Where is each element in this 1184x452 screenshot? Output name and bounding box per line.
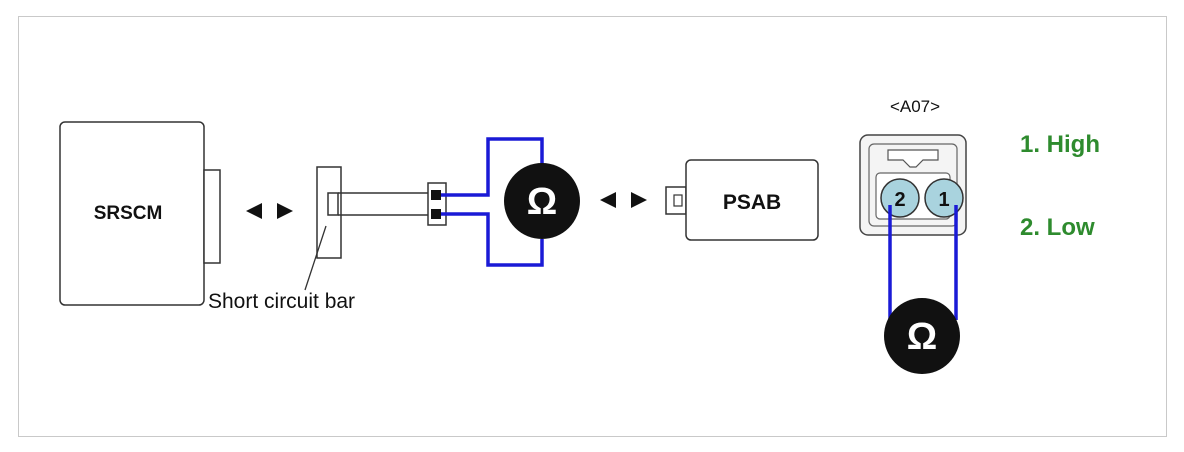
short-circuit-bar (304, 166, 428, 291)
connect-arrows-right (600, 192, 647, 208)
connect-arrows-left (246, 203, 293, 219)
short-circuit-bar-label: Short circuit bar (208, 290, 355, 313)
pin-2: 2 (880, 178, 920, 218)
srscm-module: SRSCM (59, 121, 221, 306)
meter-wires-left (441, 137, 544, 267)
connector-id: <A07> (890, 97, 940, 116)
meter-wires-right (888, 205, 958, 320)
psab-module: PSAB (665, 159, 819, 241)
connector-a07: 2 1 (859, 134, 967, 236)
legend-high: 1. High (1020, 131, 1100, 158)
legend-low: 2. Low (1020, 214, 1095, 241)
psab-label: PSAB (723, 191, 781, 214)
pin-2-label: 2 (894, 189, 905, 211)
pin-1: 1 (924, 178, 964, 218)
ohm-symbol-left: Ω (527, 181, 557, 223)
pin-1-label: 1 (938, 189, 949, 211)
ohmmeter-left: Ω (504, 163, 580, 239)
ohm-symbol-right: Ω (907, 316, 937, 358)
test-plug-connector (427, 182, 447, 226)
ohmmeter-right: Ω (884, 298, 960, 374)
srscm-label: SRSCM (94, 203, 163, 224)
